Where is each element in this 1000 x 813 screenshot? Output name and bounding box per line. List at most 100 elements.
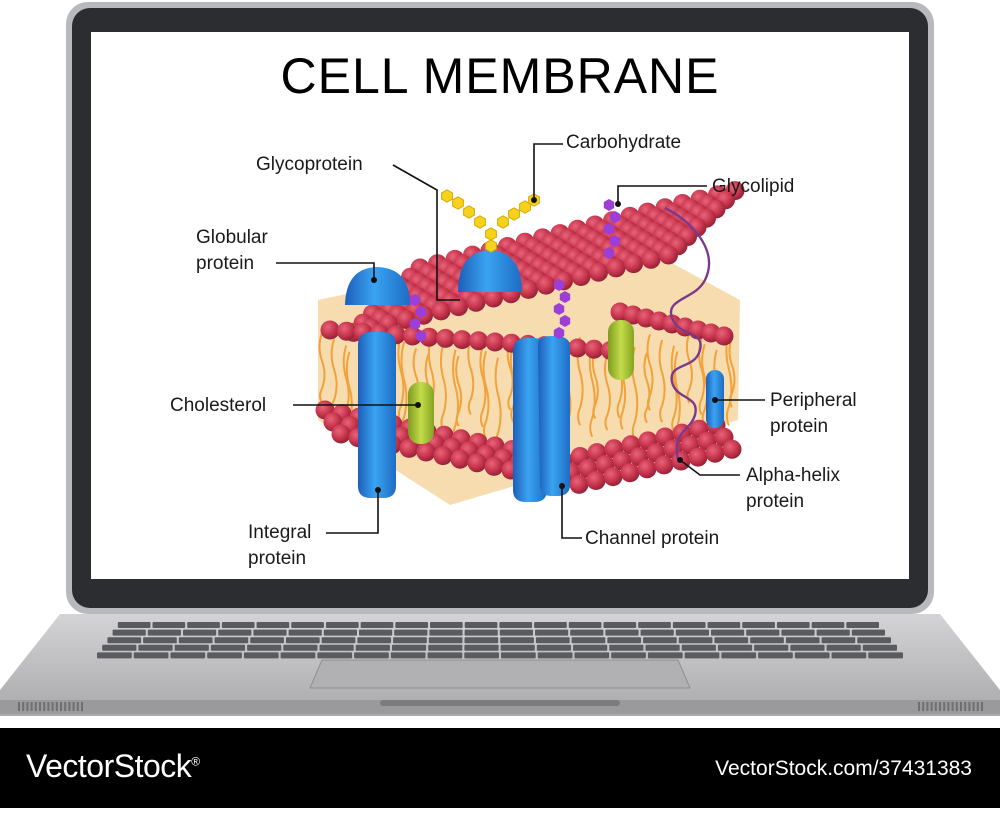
grille-slot [947,702,950,711]
grille-slot [918,702,920,711]
phospholipid-head [641,249,661,269]
label-alpha-helix-line2: protein [746,491,805,512]
glycolipid-bead [603,199,615,211]
grille-slot [972,702,975,711]
keyboard-key [428,644,463,651]
glycolipid-bead [553,279,565,291]
grille-slot [51,702,54,711]
glycolipid-bead [415,306,427,318]
grille-slot [922,702,925,711]
keyboard-key [464,652,499,659]
grille-slot [60,702,62,711]
keyboard [97,622,903,659]
laptop-base-edge [0,700,1000,714]
carbohydrate-leader [533,143,563,200]
phospholipid-head [568,338,587,358]
phospholipid-head [433,446,453,466]
lipid-tail [455,355,463,427]
keyboard-key [821,637,856,644]
label-integral-protein-line1: Integral [248,522,312,543]
label-glycoprotein: Glycoprotein [256,154,363,175]
grille-slot [68,702,71,711]
keyboard-key [862,644,897,651]
keyboard-key [534,622,567,628]
keyboard-key [394,629,428,636]
keyboard-key [285,637,320,644]
keyboard-key [675,629,709,636]
phospholipid-head [620,463,640,483]
carbohydrate-bead [441,189,453,203]
keyboard-key [359,629,393,636]
keyboard-key [317,652,353,659]
glycolipid-bead [559,291,571,303]
phospholipid-head [485,332,505,352]
keyboard-key [243,652,279,659]
glycoprotein-leader [392,164,460,301]
label-globular-protein-line2: protein [196,253,255,274]
keyboard-key [107,637,142,644]
keyboard-key [785,637,820,644]
phospholipid-head [416,442,436,462]
grille-slot [43,702,46,711]
keyboard-key [117,622,151,628]
diagram-title: CELL MEMBRANE [280,48,720,104]
grille-slot [22,702,25,711]
phospholipid-head [637,459,657,479]
integral-protein-leader [326,490,379,534]
grille-slot [955,702,958,711]
phospholipid-head [584,339,604,359]
phospholipid-head [320,320,340,340]
glycolipid-bead [609,235,621,247]
lipid-tail [646,334,654,411]
cholesterol-molecule-2 [608,320,634,380]
keyboard-key [143,637,177,644]
phospholipid-head [569,474,589,494]
alpha-helix-leader [679,459,740,476]
keyboard-key [603,622,637,628]
keyboard-key [152,622,186,628]
keyboard-key [183,629,217,636]
keyboard-key [325,622,359,628]
label-cholesterol: Cholesterol [170,395,267,416]
keyboard-key [537,652,573,659]
lipid-tail [658,339,666,423]
keyboard-key [536,644,572,651]
keyboard-key [684,652,720,659]
keyboard-key [570,629,604,636]
keyboard-key [97,652,132,659]
watermark-brand: VectorStock® [26,748,200,785]
carbohydrate-bead [485,227,497,241]
phospholipid-head [705,443,725,463]
grille-slot [943,702,946,711]
lipid-tail [479,344,487,428]
grille-slot [18,702,20,711]
phospholipid-head [449,297,468,317]
glycolipid-bead [609,211,621,223]
keyboard-key [280,652,316,659]
grille-slot [30,702,33,711]
brand-name: VectorStock [26,748,192,784]
grille-slot [934,702,937,711]
cholesterol-molecule [408,382,434,444]
label-glycolipid: Glycolipid [712,176,795,197]
keyboard-key [178,637,213,644]
lipid-tail [439,343,447,432]
keyboard-key [427,652,463,659]
keyboard-key [391,644,427,651]
keyboard-key [754,644,789,651]
globular-protein-leader [276,262,375,280]
label-peripheral-protein-line2: protein [770,416,829,437]
keyboard-key [790,644,825,651]
glycolipid-leader [617,185,707,204]
grille-slot [981,702,983,711]
keyboard-key [499,629,533,636]
alpha-helix-protein [664,206,711,461]
globular-protein [345,267,410,305]
phospholipid-head [688,447,708,467]
keyboard-key [776,622,810,628]
keyboard-key [846,622,879,628]
keyboard-key [711,629,745,636]
grille-slot [72,702,75,711]
keyboard-key [250,637,284,644]
touchpad [309,659,691,689]
